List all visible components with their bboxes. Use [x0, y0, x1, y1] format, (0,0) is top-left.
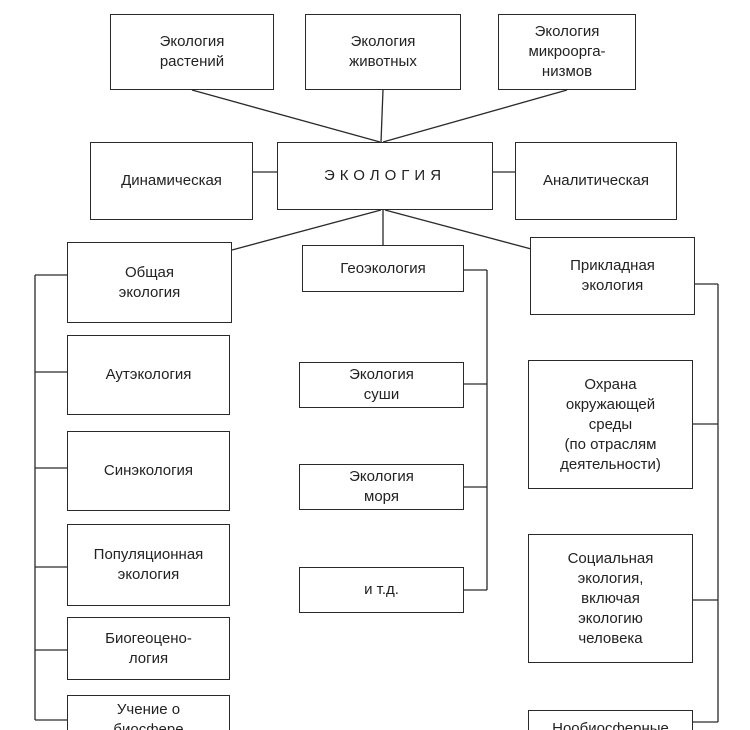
connector-general	[231, 209, 382, 251]
connector-plants	[191, 89, 381, 143]
node-noobiosphere: Нообиосферные	[528, 710, 693, 730]
connector-microbes	[382, 89, 568, 143]
node-animal-ecology: Экология животных	[305, 14, 461, 90]
node-ecology-center: ЭКОЛОГИЯ	[277, 142, 493, 210]
node-autecology: Аутэкология	[67, 335, 230, 415]
node-environmental-protection: Охрана окружающей среды (по отраслям дея…	[528, 360, 693, 489]
node-social-ecology: Социальная экология, включая экологию че…	[528, 534, 693, 663]
connector-applied	[384, 209, 536, 251]
node-geoecology: Геоэкология	[302, 245, 464, 292]
node-general-ecology: Общая экология	[67, 242, 232, 323]
node-microbe-ecology: Экология микроорга- низмов	[498, 14, 636, 90]
node-applied-ecology: Прикладная экология	[530, 237, 695, 315]
node-biogeocenology: Биогеоцено- логия	[67, 617, 230, 680]
node-synecology: Синэкология	[67, 431, 230, 511]
node-dynamic: Динамическая	[90, 142, 253, 220]
connector-animals	[380, 89, 384, 143]
node-biosphere-doctrine: Учение о биосфере	[67, 695, 230, 730]
node-sea-ecology: Экология моря	[299, 464, 464, 510]
node-population-ecology: Популяционная экология	[67, 524, 230, 606]
node-land-ecology: Экология суши	[299, 362, 464, 408]
node-analytic: Аналитическая	[515, 142, 677, 220]
node-plant-ecology: Экология растений	[110, 14, 274, 90]
node-etc: и т.д.	[299, 567, 464, 613]
